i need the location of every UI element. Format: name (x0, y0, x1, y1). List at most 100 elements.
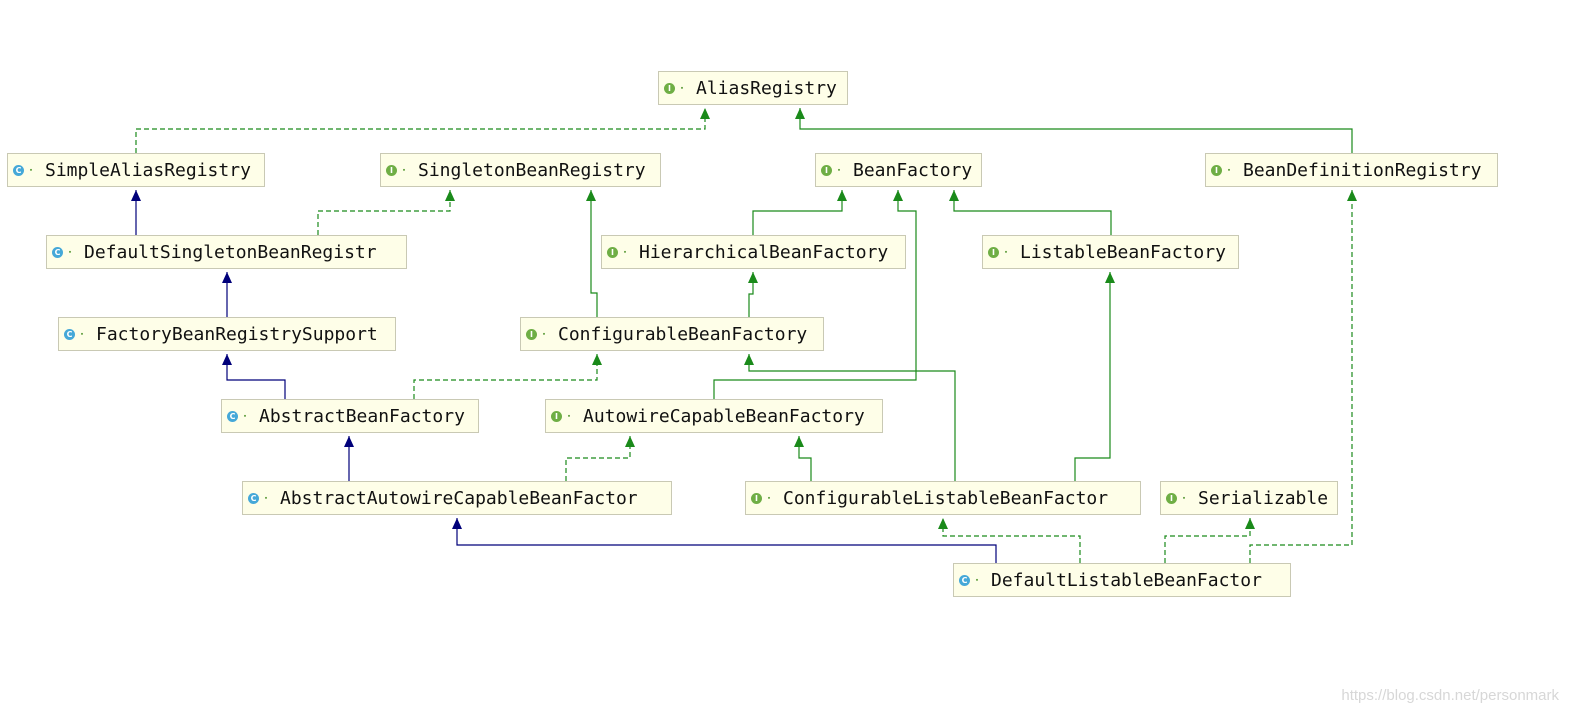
node-ListableBeanFactory[interactable]: I▪ListableBeanFactory (982, 235, 1239, 269)
node-label: BeanFactory (853, 159, 973, 181)
arrowhead (222, 272, 232, 283)
node-label: Serializable (1198, 487, 1329, 509)
edge-DefaultSingletonBeanRegistry-to-SimpleAliasRegistry (131, 190, 141, 235)
arrowhead (744, 354, 754, 365)
public-visibility-icon: ▪ (767, 494, 771, 502)
edge-ConfigurableListableBeanFactory-to-ConfigurableBeanFactory (744, 354, 956, 481)
node-label: ListableBeanFactory (1020, 241, 1226, 263)
edge-BeanDefinitionRegistry-to-AliasRegistry (795, 108, 1353, 153)
edge-line (565, 436, 631, 481)
node-label: AliasRegistry (696, 77, 837, 99)
arrowhead (794, 436, 804, 447)
node-ConfigurableBeanFactory[interactable]: I ▪ ConfigurableBeanFactory (520, 317, 824, 351)
arrowhead (795, 108, 805, 119)
class-icon: C (13, 164, 24, 176)
arrowhead (938, 518, 948, 529)
edge-HierarchicalBeanFactory-to-BeanFactory (752, 190, 847, 235)
public-visibility-icon: ▪ (1004, 248, 1008, 256)
node-AutowireCapableBeanFactory[interactable]: I ▪ AutowireCapableBeanFactory (545, 399, 883, 433)
node-label: HierarchicalBeanFactory (639, 241, 889, 263)
edge-line (317, 190, 451, 235)
edge-line (413, 354, 598, 399)
edge-AutowireCapableBeanFactory-to-BeanFactory (713, 190, 917, 399)
node-label: DefaultListableBeanFactor (991, 569, 1262, 591)
edge-line (942, 518, 1081, 563)
edge-line (1164, 518, 1251, 563)
node-Serializable[interactable]: I ▪ Serializable (1160, 481, 1338, 515)
edge-AbstractBeanFactory-to-FactoryBeanRegistrySupport (222, 354, 286, 399)
interface-icon: I (664, 82, 675, 94)
edge-FactoryBeanRegistrySupport-to-DefaultSingletonBeanRegistry (222, 272, 232, 317)
interface-icon: I (1166, 492, 1177, 504)
class-icon: C (64, 328, 75, 340)
node-AbstractAutowireCapableBeanFactory[interactable]: C ▪ AbstractAutowireCapableBeanFactor (242, 481, 672, 515)
node-label: ConfigurableListableBeanFactor (783, 487, 1109, 509)
edge-DefaultListableBeanFactory-to-Serializable (1164, 518, 1255, 563)
public-visibility-icon: ▪ (837, 166, 841, 174)
interface-icon: I (821, 164, 832, 176)
node-label: AutowireCapableBeanFactory (583, 405, 865, 427)
node-SimpleAliasRegistry[interactable]: C ▪ SimpleAliasRegistry (7, 153, 265, 187)
node-BeanFactory[interactable]: I ▪ BeanFactory (815, 153, 982, 187)
edge-line (752, 190, 843, 235)
node-ConfigurableListableBeanFactory[interactable]: I ▪ ConfigurableListableBeanFactor (745, 481, 1141, 515)
edge-DefaultListableBeanFactory-to-ConfigurableListableBeanFactory (938, 518, 1081, 563)
arrowhead (131, 190, 141, 201)
public-visibility-icon: ▪ (623, 248, 627, 256)
public-visibility-icon: ▪ (680, 84, 684, 92)
edge-line (135, 108, 706, 153)
node-DefaultSingletonBeanRegistry[interactable]: C ▪ DefaultSingletonBeanRegistr (46, 235, 407, 269)
arrowhead (592, 354, 602, 365)
public-visibility-icon: ▪ (402, 166, 406, 174)
node-label: ConfigurableBeanFactory (558, 323, 808, 345)
arrowhead (625, 436, 635, 447)
node-DefaultListableBeanFactory[interactable]: C ▪ DefaultListableBeanFactor (953, 563, 1291, 597)
edge-AbstractBeanFactory-to-ConfigurableBeanFactory (413, 354, 602, 399)
arrowhead (893, 190, 903, 201)
node-HierarchicalBeanFactory[interactable]: I▪HierarchicalBeanFactory (601, 235, 906, 269)
edge-DefaultListableBeanFactory-to-AbstractAutowireCapableBeanFactory (452, 518, 997, 563)
node-label: DefaultSingletonBeanRegistr (84, 241, 377, 263)
public-visibility-icon: ▪ (975, 576, 979, 584)
public-visibility-icon: ▪ (1182, 494, 1186, 502)
interface-icon: I (386, 164, 397, 176)
arrowhead (445, 190, 455, 201)
class-icon: C (52, 246, 63, 258)
node-label: SimpleAliasRegistry (45, 159, 251, 181)
interface-icon: I (551, 410, 562, 422)
edge-line (226, 354, 286, 399)
node-BeanDefinitionRegistry[interactable]: I▪BeanDefinitionRegistry (1205, 153, 1498, 187)
public-visibility-icon: ▪ (1227, 166, 1231, 174)
edge-line (713, 190, 917, 399)
arrowhead (222, 354, 232, 365)
edge-DefaultSingletonBeanRegistry-to-SingletonBeanRegistry (317, 190, 455, 235)
class-icon: C (248, 492, 259, 504)
class-icon: C (227, 410, 238, 422)
public-visibility-icon: ▪ (264, 494, 268, 502)
node-label: AbstractBeanFactory (259, 405, 465, 427)
node-label: FactoryBeanRegistrySupport (96, 323, 378, 345)
node-SingletonBeanRegistry[interactable]: I▪SingletonBeanRegistry (380, 153, 661, 187)
node-AliasRegistry[interactable]: I ▪ AliasRegistry (658, 71, 848, 105)
edge-DefaultListableBeanFactory-to-BeanDefinitionRegistry (1249, 190, 1357, 563)
arrowhead (700, 108, 710, 119)
arrowhead (1347, 190, 1357, 201)
public-visibility-icon: ▪ (243, 412, 247, 420)
class-icon: C (959, 574, 970, 586)
watermark: https://blog.csdn.net/personmark (1341, 687, 1559, 704)
public-visibility-icon: ▪ (542, 330, 546, 338)
interface-icon: I (526, 328, 537, 340)
edge-SimpleAliasRegistry-to-AliasRegistry (135, 108, 710, 153)
node-label: BeanDefinitionRegistry (1243, 159, 1482, 181)
arrowhead (344, 436, 354, 447)
node-label: AbstractAutowireCapableBeanFactor (280, 487, 638, 509)
edge-ConfigurableBeanFactory-to-SingletonBeanRegistry (586, 190, 598, 317)
interface-icon: I (751, 492, 762, 504)
node-AbstractBeanFactory[interactable]: C ▪ AbstractBeanFactory (221, 399, 479, 433)
public-visibility-icon: ▪ (29, 166, 33, 174)
edge-line (953, 190, 1112, 235)
arrowhead (1105, 272, 1115, 283)
public-visibility-icon: ▪ (68, 248, 72, 256)
public-visibility-icon: ▪ (567, 412, 571, 420)
node-FactoryBeanRegistrySupport[interactable]: C▪FactoryBeanRegistrySupport (58, 317, 396, 351)
